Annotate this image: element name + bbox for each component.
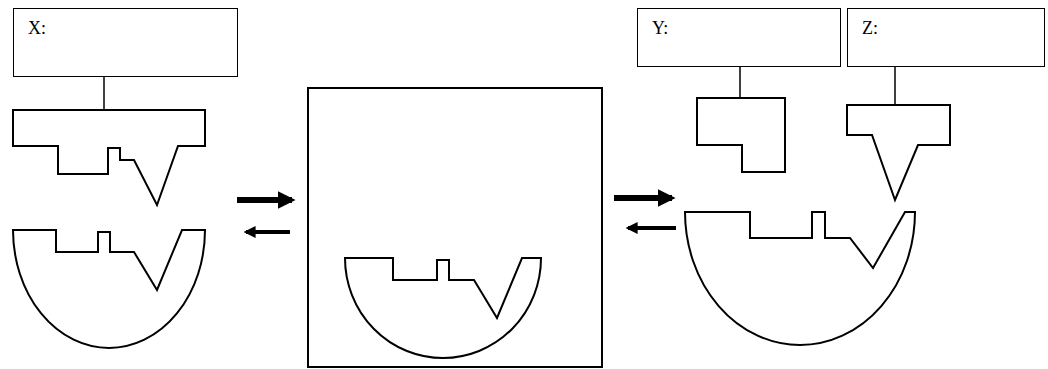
- label-box: Y:: [637, 8, 841, 67]
- enzyme-shape: [13, 230, 205, 348]
- reverse-arrow: [628, 226, 676, 230]
- label-box: X:: [13, 8, 238, 77]
- leader-line: [739, 67, 741, 98]
- complex-frame: [308, 88, 602, 367]
- substrate-shape: [13, 110, 205, 205]
- product-y-shape: [697, 98, 785, 172]
- leader-line: [103, 77, 105, 110]
- label-text: Z:: [862, 19, 878, 39]
- reverse-arrow: [246, 230, 290, 234]
- forward-arrow: [614, 195, 672, 201]
- label-text: X:: [28, 19, 46, 39]
- label-box: Z:: [847, 8, 1045, 67]
- forward-arrow: [237, 197, 292, 203]
- leader-line: [894, 67, 896, 105]
- label-text: Y:: [652, 19, 668, 39]
- product-z-shape: [847, 105, 950, 200]
- enzyme-shape: [685, 212, 915, 345]
- enzyme-shape: [345, 258, 541, 358]
